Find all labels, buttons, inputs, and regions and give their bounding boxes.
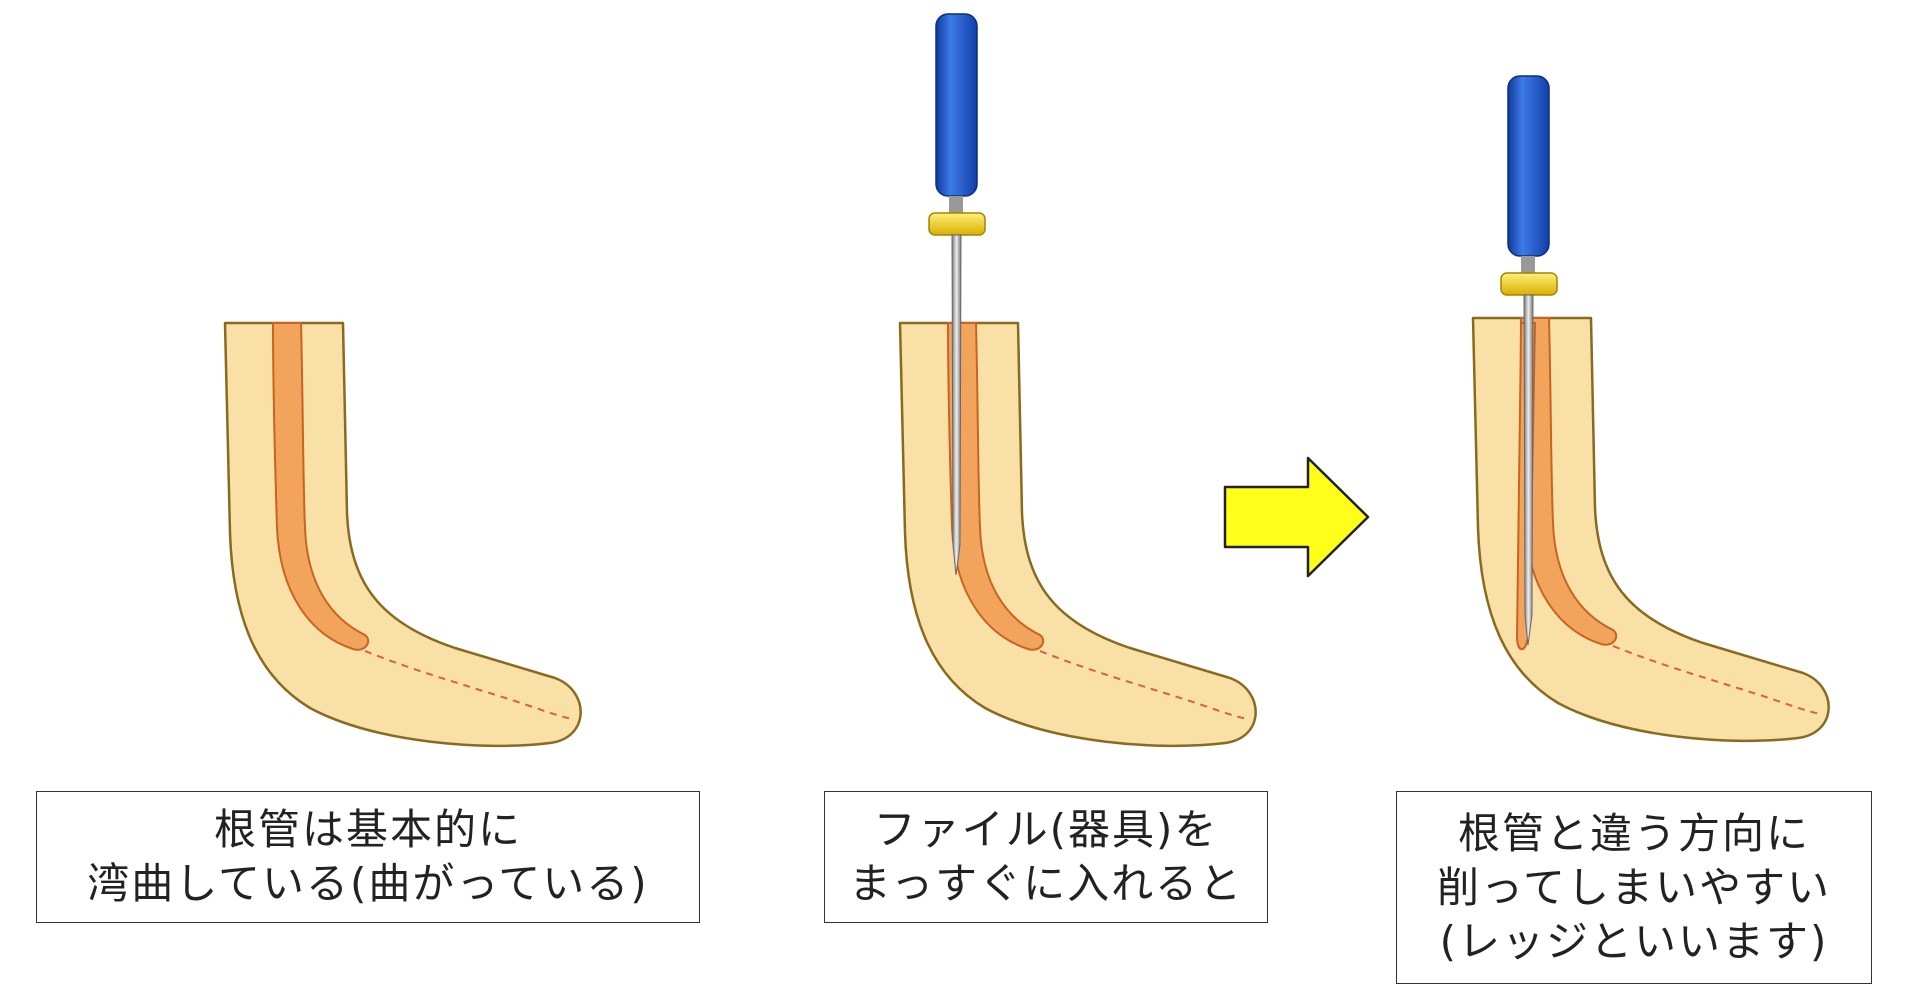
caption-line: 湾曲している(曲がっている)	[87, 859, 649, 908]
root-canal-diagram-1	[223, 321, 582, 748]
endodontic-file-icon-straight	[928, 13, 986, 576]
caption-box-1: 根管は基本的に 湾曲している(曲がっている)	[36, 791, 700, 923]
caption-box-2: ファイル(器具)を まっすぐに入れると	[824, 791, 1268, 923]
caption-box-3: 根管と違う方向に 削ってしまいやすい (レッジといいます)	[1396, 791, 1872, 984]
caption-line: (レッジといいます)	[1439, 916, 1829, 966]
caption-line: 根管と違う方向に	[1457, 808, 1810, 858]
endodontic-file-icon-ledge	[1500, 75, 1558, 646]
caption-line: まっすぐに入れると	[848, 859, 1244, 908]
caption-line: 根管は基本的に	[213, 805, 522, 854]
caption-line: 削ってしまいやすい	[1437, 862, 1831, 912]
caption-line: ファイル(器具)を	[873, 805, 1219, 854]
right-arrow-icon	[1223, 456, 1370, 578]
